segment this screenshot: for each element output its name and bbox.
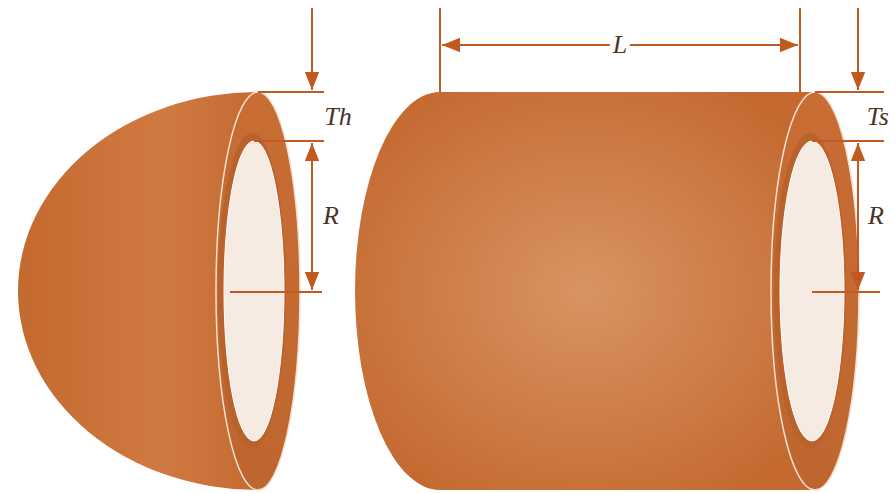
- dimension-label: R: [865, 202, 887, 230]
- dimension-label: R: [320, 202, 342, 230]
- extension-line: [812, 140, 884, 142]
- extension-line: [439, 8, 441, 92]
- thickness-arrow: [857, 8, 859, 90]
- radius-arrow: [311, 143, 313, 290]
- radius-arrow: [857, 143, 859, 290]
- dimension-label: Th: [321, 103, 354, 131]
- center-line: [812, 291, 880, 293]
- thickness-arrow: [311, 8, 313, 90]
- extension-line: [815, 91, 884, 93]
- extension-line: [254, 140, 324, 142]
- center-line: [230, 291, 322, 293]
- extension-line: [799, 8, 801, 92]
- dimension-label: Ts: [864, 103, 892, 131]
- shell-body: [355, 92, 815, 490]
- dimension-label: L: [610, 31, 630, 59]
- extension-line: [258, 91, 324, 93]
